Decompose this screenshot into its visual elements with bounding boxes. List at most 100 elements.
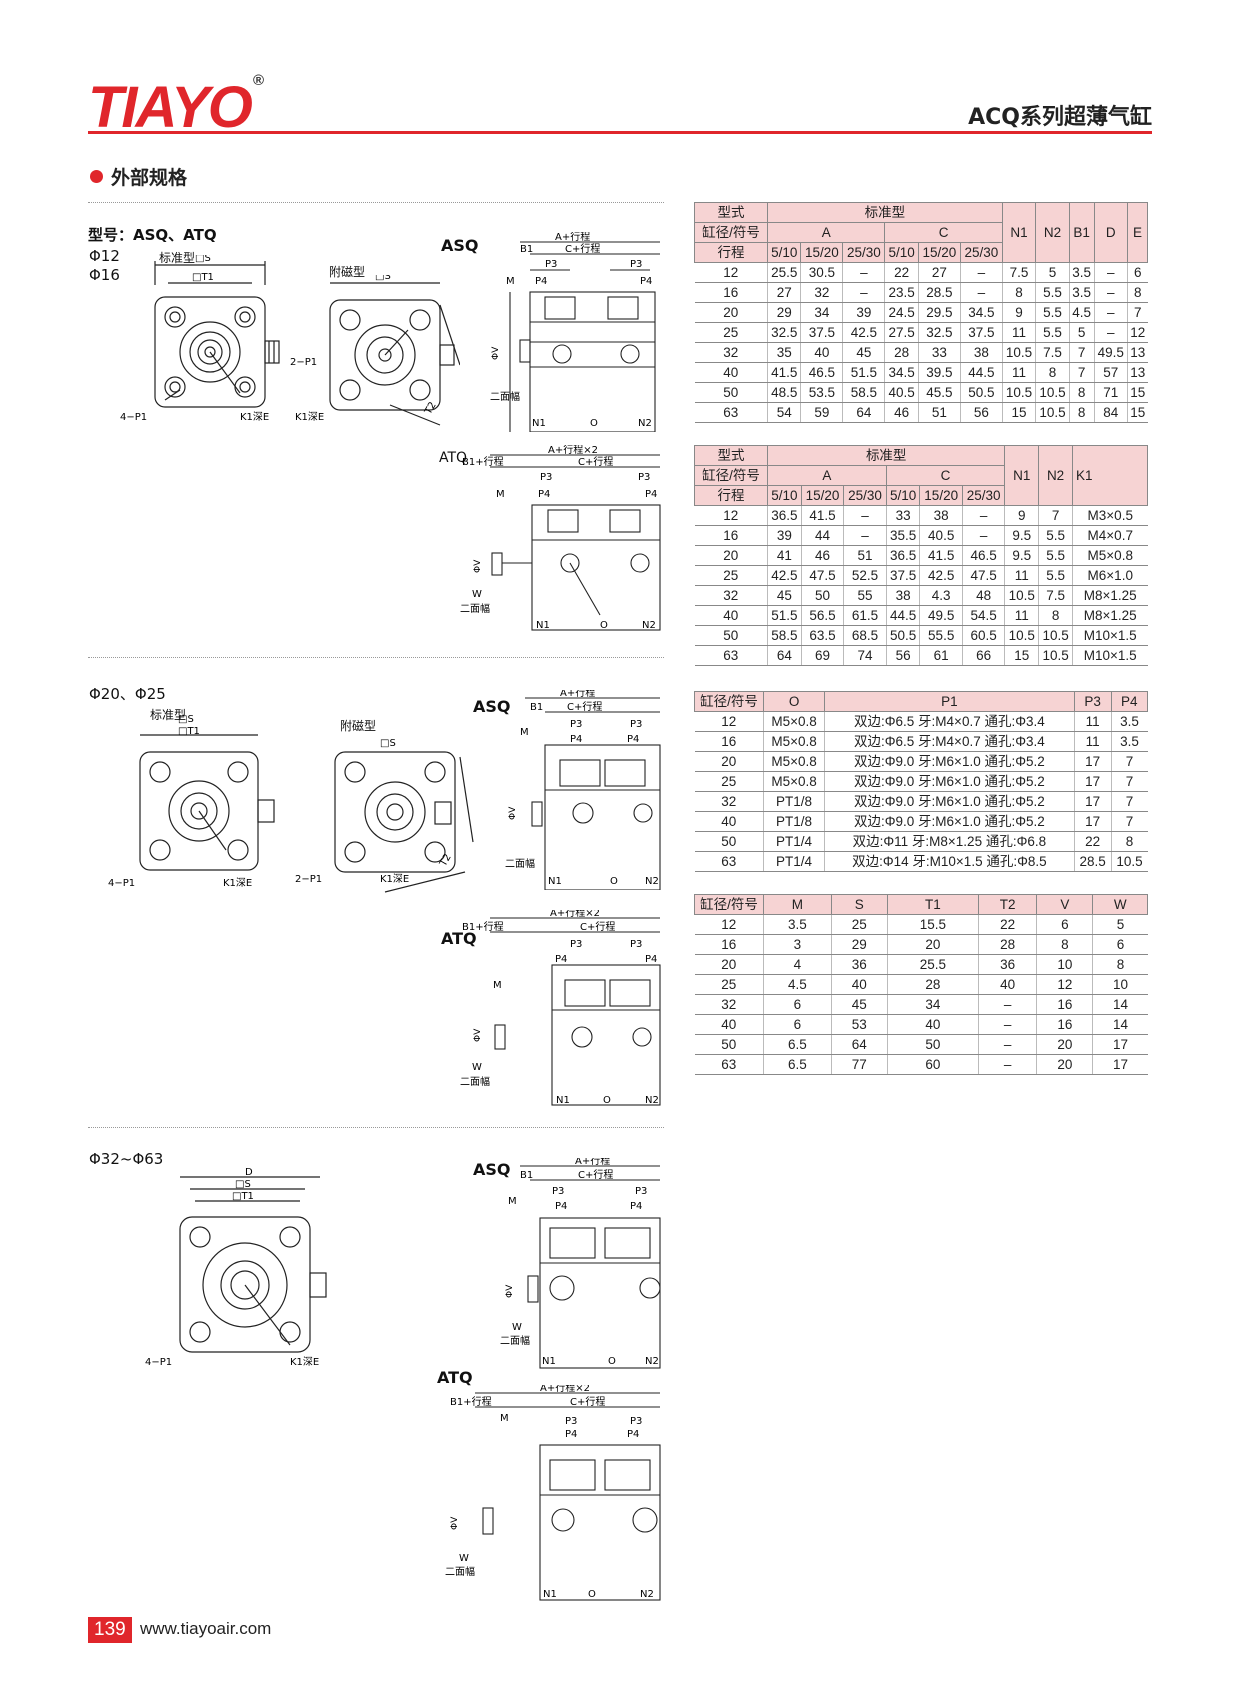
table-cell: 63.5 (800, 625, 844, 646)
stroke-header: 15/20 (800, 242, 844, 263)
table-cell: – (961, 505, 1005, 526)
atq-label: ATQ (441, 929, 477, 948)
table-cell: 16 (1036, 1014, 1093, 1035)
p4-label: P4 (570, 734, 582, 745)
s-label: □S (178, 714, 194, 725)
table-cell: 9.5 (1004, 525, 1039, 546)
table-cell: 7.5 (1001, 262, 1036, 283)
series-title: ACQ系列超薄气缸 (968, 105, 1152, 130)
table-cell: 双边:Φ6.5 牙:M4×0.7 通孔:Φ3.4 (824, 711, 1075, 732)
s-label: □S (380, 738, 396, 749)
s-label: □S (375, 275, 391, 282)
table-cell: 12 (1126, 322, 1148, 343)
k1-label: K1深E (380, 873, 409, 885)
k1-label: K1深E (240, 411, 269, 423)
table-cell: 37.5 (800, 322, 843, 343)
side-view-asq-drawing: A+行程 C+行程 B1 P3 P3 P4 P4 M ΦV 二面幅 N1 O N… (490, 232, 660, 432)
n2-label: N2 (645, 876, 659, 887)
table-cell: 60 (886, 1054, 979, 1075)
table-cell: 8 (1092, 954, 1148, 975)
table-header: K1 (1072, 445, 1148, 506)
table-cell: 10.5 (1038, 645, 1073, 666)
c-stroke-label: C+行程 (570, 1395, 605, 1408)
table-cell: 5.5 (1038, 525, 1073, 546)
table-cell: 33 (885, 505, 920, 526)
bore-label: Φ12 (89, 247, 120, 265)
table-cell: 27 (766, 282, 801, 303)
table-cell: 12 (694, 711, 764, 732)
magnetic-label: 附磁型 (340, 719, 377, 733)
bore-label: Φ32~Φ63 (89, 1150, 164, 1168)
brand-logo: TIAYO® (88, 71, 264, 140)
table-header: 缸径/符号 (694, 222, 768, 243)
table-cell: PT1/4 (762, 851, 825, 872)
website-link[interactable]: www.tiayoair.com (140, 1619, 272, 1638)
table-cell: 50.5 (885, 625, 920, 646)
table-cell: 双边:Φ11 牙:M8×1.25 通孔:Φ6.8 (824, 831, 1075, 852)
w-label: W (472, 1062, 482, 1073)
table-cell: 5 (1092, 914, 1148, 935)
table-cell: 29.5 (917, 302, 961, 323)
t1-label: □T1 (178, 726, 200, 737)
section-title: 外部规格 (90, 163, 187, 190)
table-cell: 63 (694, 402, 768, 423)
table-header: N1 (1001, 202, 1037, 263)
table-cell: PT1/4 (762, 831, 825, 852)
table-cell: 8 (1036, 934, 1093, 955)
table-cell: 57 (1093, 362, 1128, 383)
table-cell: 双边:Φ9.0 牙:M6×1.0 通孔:Φ5.2 (824, 791, 1075, 812)
table-cell: 46.5 (800, 362, 843, 383)
p4-label: P4 (555, 1201, 567, 1212)
side-view-atq-drawing: A+行程×2 B1+行程 C+行程 P3 P3 P4 P4 M ΦV W 二面幅… (445, 1385, 661, 1601)
divider (88, 202, 664, 203)
table-cell: 7 (1038, 505, 1073, 526)
divider (88, 1127, 664, 1128)
table-cell: 7.5 (1038, 585, 1073, 606)
table-cell: 47.5 (961, 565, 1005, 586)
table-cell: 12 (694, 914, 764, 935)
two-face-label: 二面幅 (460, 1075, 490, 1088)
w-label: W (472, 589, 482, 600)
table-cell: 84 (1093, 402, 1128, 423)
table-header: P1 (824, 691, 1075, 712)
table-cell: 34 (800, 302, 843, 323)
table-cell: 27.5 (884, 322, 919, 343)
table-cell: 32 (694, 585, 768, 606)
table-cell: 双边:Φ6.5 牙:M4×0.7 通孔:Φ3.4 (824, 731, 1075, 752)
front-view-standard-drawing: D □S □T1 4−P1 K1深E (145, 1167, 327, 1368)
table-cell: 10.5 (1035, 382, 1070, 403)
table-cell: 28 (977, 934, 1037, 955)
table-cell: M5×0.8 (762, 731, 825, 752)
table-cell: 25 (694, 974, 764, 995)
n2-label: N2 (640, 1589, 654, 1600)
table-cell: 51.5 (842, 362, 885, 383)
table-cell: 40 (694, 605, 768, 626)
s-label: □S (195, 255, 211, 264)
table-cell: 52.5 (843, 565, 887, 586)
table-cell: 63 (694, 645, 768, 666)
a-stroke-label: A+行程 (575, 1158, 610, 1167)
table-cell: – (959, 282, 1003, 303)
table-cell: 15 (1004, 645, 1039, 666)
table-cell: 8 (1110, 831, 1148, 852)
two-face-label: 二面幅 (460, 602, 490, 615)
table-cell: 11 (1001, 362, 1036, 383)
table-cell: 23.5 (884, 282, 919, 303)
table-cell: 46 (884, 402, 919, 423)
p4-label: P4 (645, 489, 657, 500)
table-header: T2 (977, 894, 1038, 915)
table-cell: 5.5 (1035, 302, 1070, 323)
table-header: 行程 (694, 242, 768, 263)
table-cell: 41.5 (766, 362, 801, 383)
table-cell: 双边:Φ9.0 牙:M6×1.0 通孔:Φ5.2 (824, 771, 1075, 792)
table-cell: 49.5 (1093, 342, 1128, 363)
